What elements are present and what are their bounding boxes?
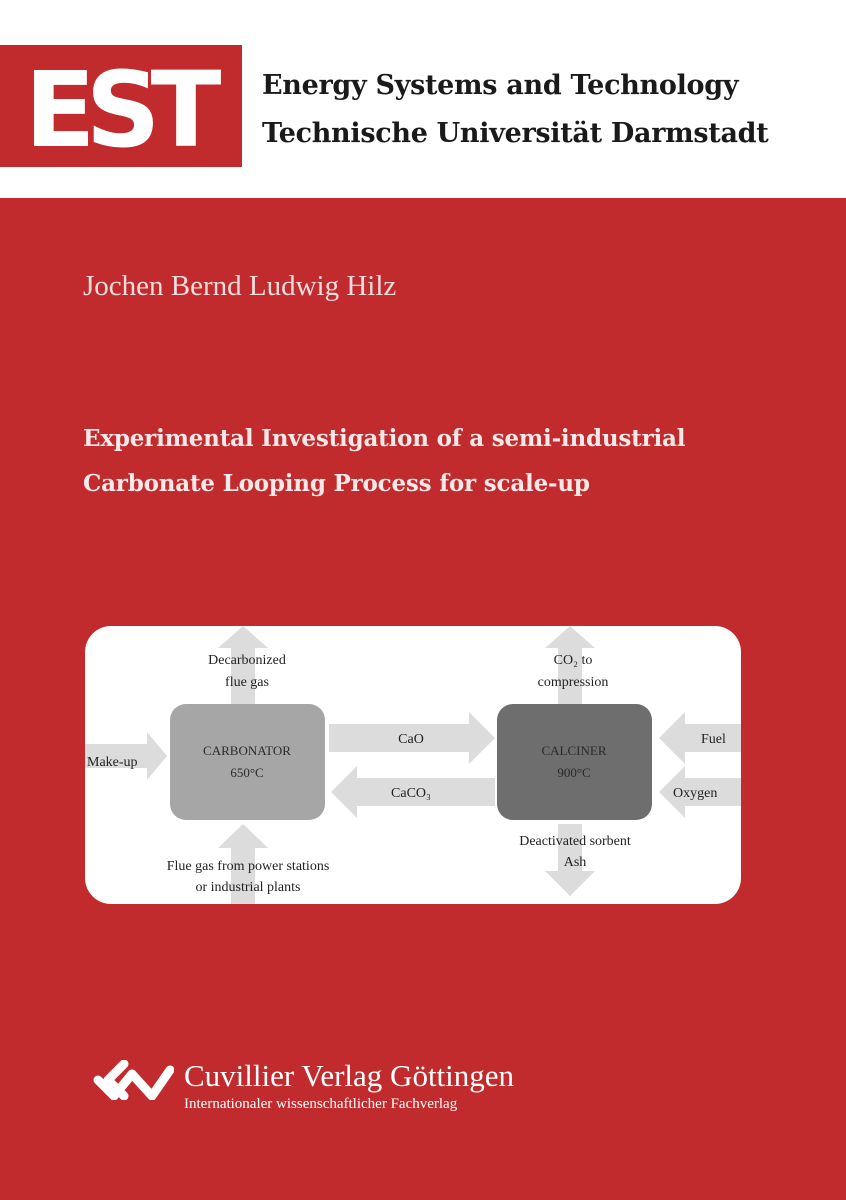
arrow-cao [329, 712, 495, 764]
publisher-subtitle: Internationaler wissenschaftlicher Fachv… [184, 1096, 458, 1112]
publisher-logo-icon [93, 1060, 174, 1100]
label-makeup: Make-up [87, 755, 138, 770]
label-caco3: CaCO₃ [391, 786, 431, 801]
arrow-makeup [85, 732, 167, 780]
label-ash: Ash [564, 855, 587, 870]
up-arrow-flue-gas [218, 824, 268, 904]
label-co2-2: compression [538, 675, 609, 690]
est-logo: EST [0, 45, 242, 167]
up-arrow-co2 [545, 626, 595, 706]
institution-name: Energy Systems and Technology [262, 70, 739, 101]
calciner-label: CALCINER [542, 743, 607, 758]
arrow-caco3 [331, 766, 495, 818]
arrow-fuel [659, 712, 741, 764]
label-flue-2: or industrial plants [196, 880, 301, 895]
book-title-line1: Experimental Investigation of a semi-ind… [83, 425, 686, 452]
up-arrow-decarbonized [218, 626, 268, 706]
label-cao: CaO [398, 732, 424, 747]
book-title-line2: Carbonate Looping Process for scale-up [83, 470, 590, 497]
calciner-box [497, 704, 652, 820]
carbonator-label: CARBONATOR [203, 743, 291, 758]
label-decarbonized-1: Decarbonized [208, 653, 286, 668]
est-logo-mark: EST [25, 49, 232, 167]
label-deactivated: Deactivated sorbent [519, 834, 631, 849]
arrow-oxygen [659, 766, 741, 818]
author-name: Jochen Bernd Ludwig Hilz [83, 270, 397, 302]
label-flue-1: Flue gas from power stations [167, 859, 330, 874]
publisher-name: Cuvillier Verlag Göttingen [184, 1058, 515, 1093]
logo-letters: EST [25, 49, 222, 167]
carbonator-temp: 650°C [230, 765, 263, 780]
process-diagram-graphic: Decarbonized flue gas CO₂ to compression… [85, 626, 741, 904]
label-decarbonized-2: flue gas [225, 675, 269, 690]
cover-header: EST Energy Systems and Technology Techni… [0, 0, 846, 198]
process-diagram: Decarbonized flue gas CO₂ to compression… [85, 626, 741, 904]
label-co2-1: CO₂ to [554, 653, 593, 668]
label-oxygen: Oxygen [673, 786, 717, 801]
publisher-block: Cuvillier Verlag Göttingen International… [88, 1052, 588, 1122]
carbonator-box [170, 704, 325, 820]
university-name: Technische Universität Darmstadt [262, 118, 769, 149]
label-fuel: Fuel [701, 732, 726, 747]
down-arrow-ash [545, 824, 595, 896]
calciner-temp: 900°C [557, 765, 590, 780]
